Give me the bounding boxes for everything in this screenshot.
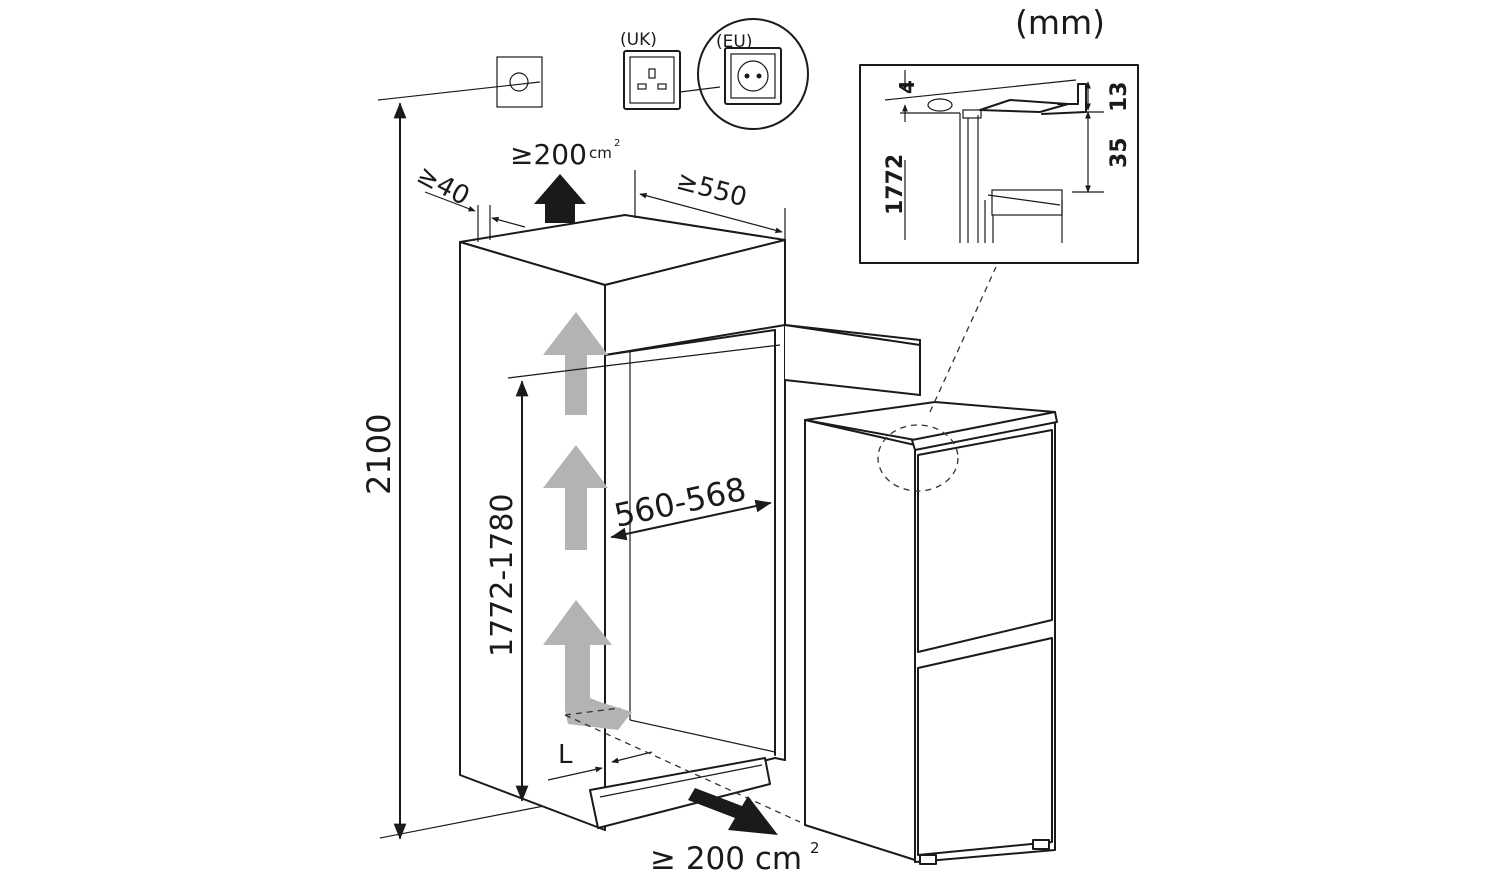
top-vent-exponent: 2 (614, 138, 620, 149)
airflow-arrow-top-icon (543, 312, 608, 415)
detail-dim-1772: 1772 (883, 154, 908, 215)
fridge-upper-door (917, 429, 1053, 653)
detail-inset (859, 64, 1139, 264)
detail-leader-line (929, 266, 997, 413)
niche-height-label: 1772-1780 (485, 493, 520, 657)
rear-gap-label: ≥40 (412, 160, 475, 212)
niche-height-guide (507, 365, 606, 379)
detail-callout-circle (877, 424, 959, 492)
detail-dim-35: 35 (1107, 137, 1132, 168)
bottom-vent-label: ≥ 200 cm (650, 841, 802, 877)
detail-dim-13: 13 (1107, 81, 1132, 112)
uk-socket-icon (623, 50, 681, 110)
airflow-arrows (543, 312, 632, 730)
airflow-arrow-middle-icon (543, 445, 608, 550)
top-vent-unit: cm (589, 144, 612, 162)
top-vent-arrow-icon (534, 174, 586, 223)
wall-outlet-icon (377, 56, 543, 108)
rear-gap-arrow-right (491, 216, 526, 228)
unit-label: (mm) (1015, 3, 1105, 42)
detail-dim-4: 4 (895, 80, 919, 94)
bottom-vent-exponent: 2 (810, 839, 820, 857)
depth-dimension-line (639, 192, 783, 234)
top-vent-label: ≥200 (510, 138, 587, 171)
total-height-label: 2100 (360, 414, 398, 495)
niche-top-line (604, 344, 781, 367)
fridge-lower-door (917, 637, 1053, 856)
eu-label: (EU) (716, 32, 752, 52)
rear-gap-arrow-left (424, 191, 476, 212)
eu-socket-icon (697, 18, 809, 130)
bottom-vent-arrow-icon (688, 788, 778, 835)
l-label: L (558, 740, 573, 770)
niche-width-label: 560-568 (611, 470, 750, 535)
l-dimension (547, 707, 801, 823)
airflow-arrow-bottom-icon (543, 600, 632, 730)
niche-width-dimension (610, 499, 772, 541)
fridge-unit (804, 401, 1058, 865)
uk-label: (UK) (620, 30, 657, 50)
